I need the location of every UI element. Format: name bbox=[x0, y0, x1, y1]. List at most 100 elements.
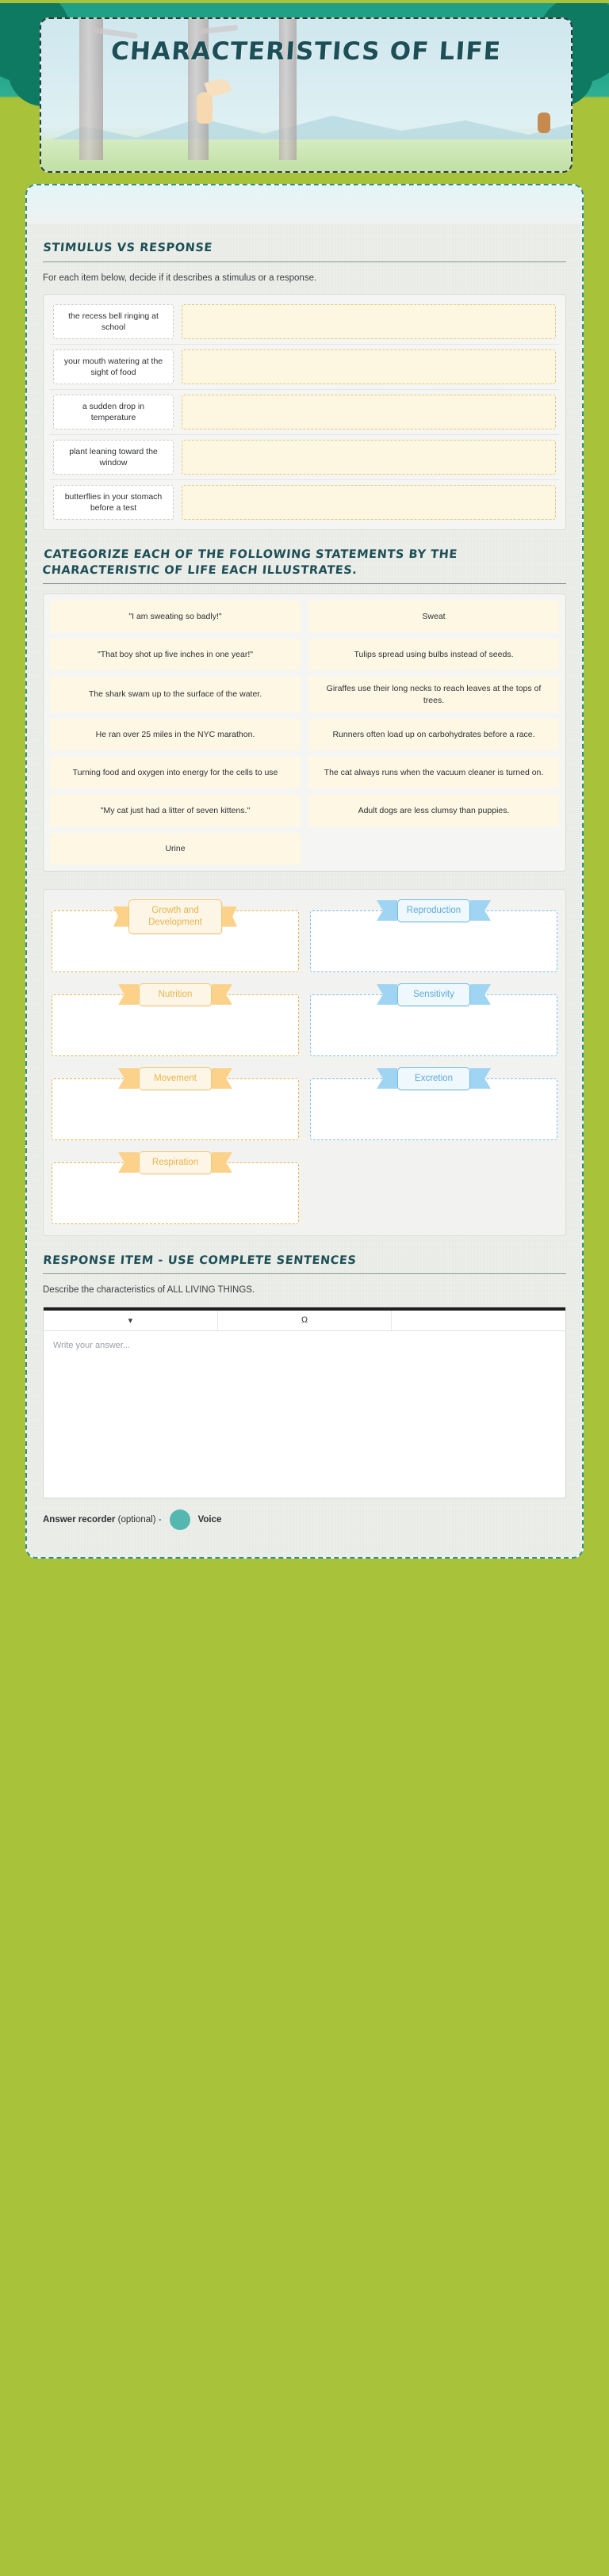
deer-icon bbox=[538, 113, 550, 133]
table-row: plant leaning toward the window bbox=[50, 435, 559, 481]
bucket-growth-and-development[interactable]: Growth and Development bbox=[52, 899, 299, 972]
mountain-shape bbox=[41, 116, 571, 144]
categorize-tile[interactable]: Sweat bbox=[308, 601, 559, 633]
bucket-label: Movement bbox=[139, 1067, 212, 1090]
ribbon-tail-left-icon bbox=[113, 906, 129, 927]
toolbar-spacer bbox=[392, 1311, 565, 1330]
categorize-tile[interactable]: Giraffes use their long necks to reach l… bbox=[308, 677, 559, 712]
ribbon-tail-right-icon bbox=[221, 906, 237, 927]
section-heading: Stimulus vs Response bbox=[42, 242, 213, 254]
sheet-top-gradient bbox=[27, 185, 582, 223]
match-drop-zone[interactable] bbox=[182, 440, 556, 475]
stimulus-match-list: the recess bell ringing at school your m… bbox=[43, 294, 566, 531]
ribbon-tail-right-icon bbox=[212, 984, 232, 1006]
ribbon-banner: Nutrition bbox=[118, 983, 232, 1006]
tree-trunk-icon bbox=[279, 19, 297, 160]
match-term[interactable]: butterflies in your stomach before a tes… bbox=[53, 485, 174, 521]
section-description: For each item below, decide if it descri… bbox=[43, 273, 317, 283]
chevron-down-icon[interactable]: ▾ bbox=[44, 1310, 218, 1330]
ribbon-banner: Excretion bbox=[377, 1067, 491, 1090]
categorize-tile[interactable]: Adult dogs are less clumsy than puppies. bbox=[308, 794, 559, 826]
categorize-tile[interactable]: "My cat just had a litter of seven kitte… bbox=[50, 794, 301, 826]
sheet-body: Stimulus vs Response For each item below… bbox=[27, 223, 582, 1557]
match-drop-zone[interactable] bbox=[182, 395, 556, 430]
section-stimulus-vs-response: Stimulus vs Response For each item below… bbox=[27, 223, 582, 531]
bucket-label: Nutrition bbox=[139, 983, 212, 1006]
ribbon-tail-right-icon bbox=[212, 1152, 232, 1174]
ribbon-banner: Movement bbox=[118, 1067, 232, 1090]
section-category-buckets: Growth and Development Reproduction bbox=[27, 872, 582, 1236]
record-button[interactable] bbox=[169, 1509, 190, 1530]
page-title: Characteristics of Life bbox=[109, 37, 503, 66]
answer-textarea[interactable]: Write your answer... bbox=[53, 1340, 130, 1350]
match-term[interactable]: a sudden drop in temperature bbox=[53, 395, 174, 430]
bucket-nutrition[interactable]: Nutrition bbox=[52, 983, 299, 1056]
omega-symbol-icon[interactable]: Ω bbox=[218, 1310, 393, 1330]
bucket-excretion[interactable]: Excretion bbox=[310, 1067, 557, 1140]
tree-trunk-icon bbox=[188, 19, 209, 160]
ribbon-tail-left-icon bbox=[377, 900, 397, 922]
categorize-tile[interactable]: Tulips spread using bulbs instead of see… bbox=[308, 639, 559, 671]
ribbon-tail-right-icon bbox=[470, 984, 491, 1006]
ribbon-tail-left-icon bbox=[118, 1068, 139, 1090]
section-description: Describe the characteristics of ALL LIVI… bbox=[43, 1285, 255, 1296]
editor-toolbar: ▾ Ω bbox=[44, 1307, 565, 1331]
recorder-label: Answer recorder (optional) - bbox=[43, 1515, 162, 1525]
ground-shape bbox=[41, 139, 571, 171]
bucket-respiration[interactable]: Respiration bbox=[52, 1151, 299, 1224]
categorize-tile-empty bbox=[308, 833, 559, 864]
bucket-label: Growth and Development bbox=[128, 899, 222, 934]
categorize-tile[interactable]: He ran over 25 miles in the NYC marathon… bbox=[50, 718, 301, 750]
match-term[interactable]: plant leaning toward the window bbox=[53, 440, 174, 475]
recorder-optional-text: (optional) - bbox=[117, 1514, 162, 1525]
bucket-reproduction[interactable]: Reproduction bbox=[310, 899, 557, 972]
ribbon-tail-left-icon bbox=[377, 1068, 397, 1090]
table-row: your mouth watering at the sight of food bbox=[50, 345, 559, 391]
match-drop-zone[interactable] bbox=[182, 485, 556, 521]
bucket-label: Reproduction bbox=[397, 899, 470, 922]
ribbon-banner: Reproduction bbox=[377, 899, 491, 922]
bucket-label: Respiration bbox=[139, 1151, 212, 1174]
categorize-tile[interactable]: Turning food and oxygen into energy for … bbox=[50, 756, 301, 788]
ribbon-tail-right-icon bbox=[212, 1068, 232, 1090]
ribbon-tail-right-icon bbox=[470, 900, 491, 922]
categorize-tile[interactable]: The shark swam up to the surface of the … bbox=[50, 677, 301, 712]
section-response-item: Response item - use complete sentences D… bbox=[27, 1236, 582, 1498]
bucket-label: Excretion bbox=[397, 1067, 470, 1090]
tree-trunk-icon bbox=[79, 19, 103, 160]
match-term[interactable]: the recess bell ringing at school bbox=[53, 304, 174, 340]
ribbon-banner: Respiration bbox=[118, 1151, 232, 1174]
table-row: butterflies in your stomach before a tes… bbox=[50, 480, 559, 525]
categorize-tile[interactable]: Runners often load up on carbohydrates b… bbox=[308, 718, 559, 750]
match-drop-zone[interactable] bbox=[182, 349, 556, 385]
categorize-tile[interactable]: Urine bbox=[50, 832, 301, 864]
bucket-movement[interactable]: Movement bbox=[52, 1067, 299, 1140]
bucket-label: Sensitivity bbox=[397, 983, 470, 1006]
ribbon-tail-left-icon bbox=[118, 984, 139, 1006]
section-heading: Response item - use complete sentences bbox=[42, 1254, 358, 1267]
table-row: a sudden drop in temperature bbox=[50, 390, 559, 436]
ribbon-tail-right-icon bbox=[470, 1068, 491, 1090]
categorize-tile[interactable]: "I am sweating so badly!" bbox=[50, 601, 301, 633]
section-categorize: Categorize each of the following stateme… bbox=[27, 530, 582, 872]
categorize-tile[interactable]: "That boy shot up five inches in one yea… bbox=[50, 639, 301, 671]
fox-icon bbox=[197, 92, 213, 124]
heading-divider bbox=[43, 261, 566, 262]
answer-recorder: Answer recorder (optional) - Voice bbox=[27, 1498, 582, 1546]
categorize-tile[interactable]: The cat always runs when the vacuum clea… bbox=[308, 756, 559, 788]
section-heading: Categorize each of the following stateme… bbox=[41, 548, 458, 577]
ribbon-tail-left-icon bbox=[377, 984, 397, 1006]
categorize-tile-grid: "I am sweating so badly!" Sweat "That bo… bbox=[43, 593, 566, 872]
rich-text-editor[interactable]: ▾ Ω Write your answer... bbox=[43, 1306, 566, 1498]
ribbon-tail-left-icon bbox=[118, 1152, 139, 1174]
ribbon-banner: Sensitivity bbox=[377, 983, 491, 1006]
bucket-sensitivity[interactable]: Sensitivity bbox=[310, 983, 557, 1056]
ribbon-banner: Growth and Development bbox=[113, 899, 237, 934]
heading-divider bbox=[43, 1273, 566, 1275]
bucket-slot-empty bbox=[310, 1151, 557, 1224]
voice-label: Voice bbox=[197, 1514, 222, 1525]
match-drop-zone[interactable] bbox=[182, 304, 556, 340]
match-term[interactable]: your mouth watering at the sight of food bbox=[53, 349, 174, 385]
heading-divider bbox=[43, 583, 566, 585]
